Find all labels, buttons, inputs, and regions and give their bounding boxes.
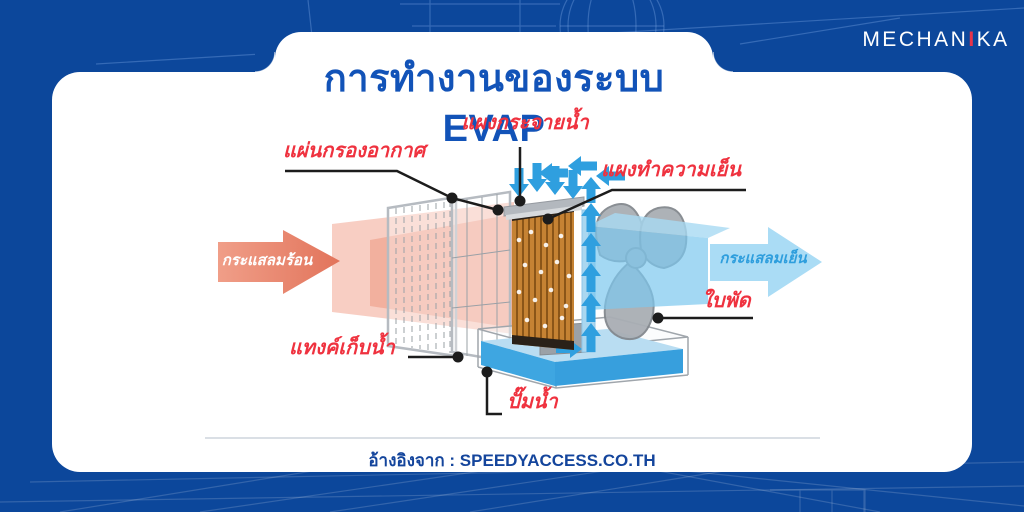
brand-logo-part1: MECHAN [862,28,969,51]
label-water-tank: แทงค์เก็บน้ำ [289,337,395,359]
brand-logo-part2: KA [976,28,1010,51]
label-hot-airflow: กระแสลมร้อน [221,252,313,269]
title-tab-fillet-left [255,52,275,72]
page-title: การทำงานของระบบ EVAP [323,58,665,150]
title-tab-fillet-right [713,52,733,72]
label-air-filter: แผ่นกรองอากาศ [283,140,426,162]
label-fan: ใบพัด [702,290,751,312]
reference-text: อ้างอิงจาก : SPEEDYACCESS.CO.TH [368,451,656,470]
label-water-spreader: แผงกระจายน้ำ [461,112,589,134]
label-cool-airflow: กระแสลมเย็น [719,250,807,267]
label-cooling-pad: แผงทำความเย็น [601,159,742,181]
brand-logo-accent: I [968,28,977,51]
label-water-pump: ปั๊มน้ำ [507,391,558,413]
brand-logo: MECHANIKA [858,28,1014,52]
